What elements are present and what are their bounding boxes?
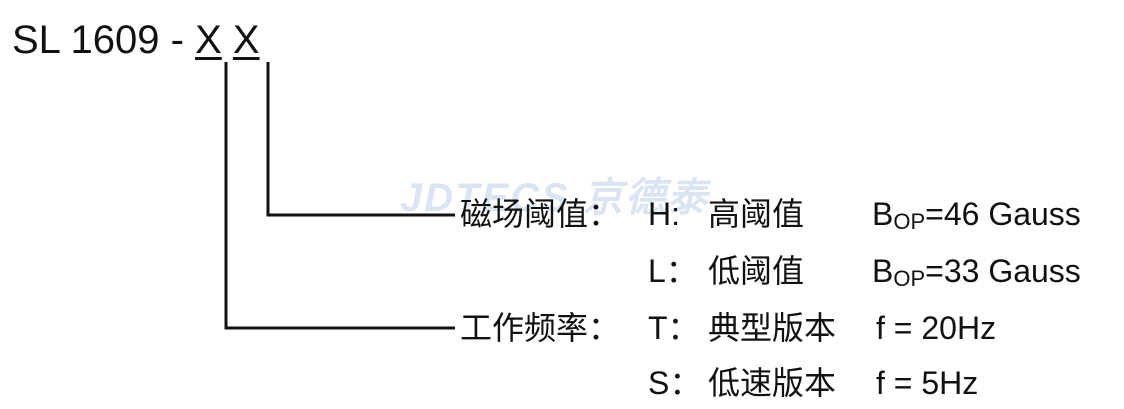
frequency-option-t-value: f = 20Hz <box>876 310 997 346</box>
bop-symbol: B <box>872 196 894 232</box>
frequency-connector-line <box>224 62 455 330</box>
threshold-option-h-name: 高阈值 <box>708 195 805 233</box>
bop-subscript: OP <box>893 209 926 234</box>
frequency-code-placeholder: X <box>195 18 222 62</box>
threshold-connector-line <box>266 62 455 217</box>
frequency-option-s-value: f = 5Hz <box>876 365 979 401</box>
threshold-option-h-code: H: <box>648 196 680 232</box>
threshold-option-l-code: L： <box>648 253 698 289</box>
frequency-option-t-code: T： <box>648 310 700 346</box>
bop-subscript: OP <box>893 266 926 291</box>
frequency-option-s-code: S： <box>648 365 702 401</box>
frequency-label: 工作频率： <box>460 309 621 347</box>
frequency-option-t-name: 典型版本 <box>708 309 837 347</box>
bop-symbol: B <box>872 253 894 289</box>
watermark-logo: JDTECS 京德泰 <box>400 176 709 220</box>
part-number-prefix: SL 1609 - <box>12 18 196 62</box>
frequency-option-s-name: 低速版本 <box>708 364 837 402</box>
threshold-option-l-value: BOP=33 Gauss <box>872 249 1081 301</box>
threshold-label: 磁场阈值： <box>460 195 621 233</box>
threshold-option-l-name: 低阈值 <box>708 252 805 290</box>
bop-value: =46 Gauss <box>925 196 1081 232</box>
part-number-title: SL 1609 - X X <box>12 12 260 68</box>
bop-value: =33 Gauss <box>925 253 1081 289</box>
threshold-code-placeholder: X <box>232 18 260 62</box>
threshold-option-h-value: BOP=46 Gauss <box>872 192 1081 244</box>
